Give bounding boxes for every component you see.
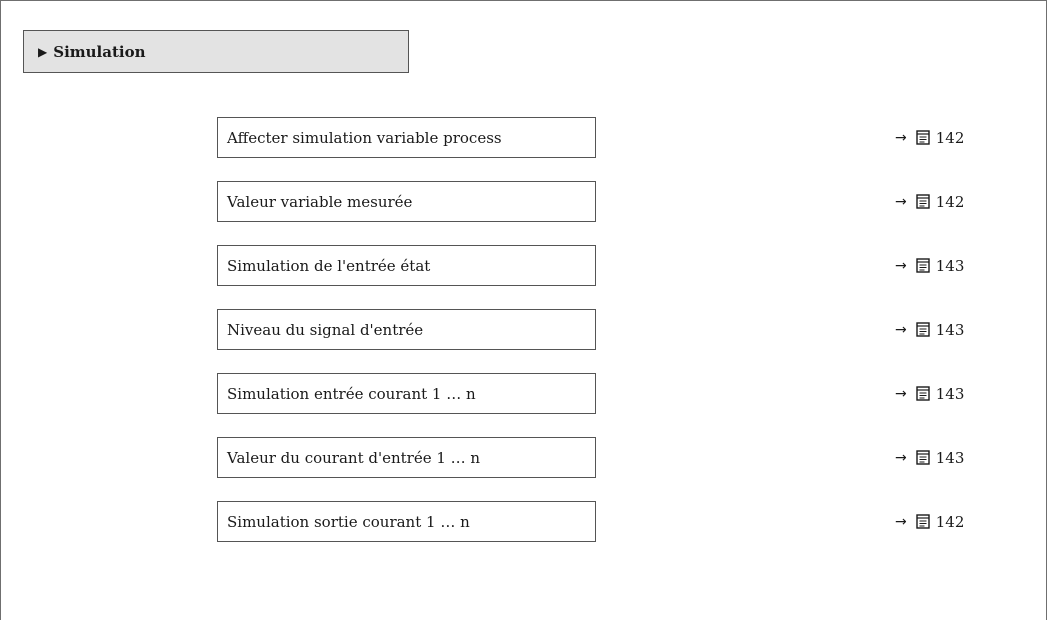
parameter-row: Niveau du signal d'entrée → 143 [0,309,1048,350]
parameter-label[interactable]: Valeur du courant d'entrée 1 … n [217,437,596,478]
parameter-row: Valeur variable mesurée → 142 [0,181,1048,222]
page-reference[interactable]: → 143 [895,437,964,478]
parameter-label[interactable]: Simulation de l'entrée état [217,245,596,286]
book-icon [916,194,930,209]
arrow-right-icon: → [895,513,907,530]
parameter-label[interactable]: Simulation sortie courant 1 … n [217,501,596,542]
page-reference[interactable]: → 142 [895,117,964,158]
page-number: 142 [935,512,965,531]
arrow-right-icon: → [895,129,907,146]
parameter-row: Valeur du courant d'entrée 1 … n → 143 [0,437,1048,478]
book-icon [916,514,930,529]
page-number: 143 [935,320,965,339]
arrow-right-icon: → [895,321,907,338]
parameter-row: Affecter simulation variable process → 142 [0,117,1048,158]
book-icon [916,322,930,337]
parameter-label[interactable]: Niveau du signal d'entrée [217,309,596,350]
book-icon [916,130,930,145]
arrow-right-icon: → [895,257,907,274]
menu-header-simulation[interactable]: ▶ Simulation [23,30,409,73]
page-reference[interactable]: → 143 [895,245,964,286]
arrow-right-icon: → [895,385,907,402]
parameter-label[interactable]: Valeur variable mesurée [217,181,596,222]
book-icon [916,386,930,401]
parameter-row: Simulation entrée courant 1 … n → 143 [0,373,1048,414]
parameter-row: Simulation sortie courant 1 … n → 142 [0,501,1048,542]
book-icon [916,258,930,273]
triangle-right-icon: ▶ [38,44,48,59]
arrow-right-icon: → [895,449,907,466]
page-number: 143 [935,384,965,403]
parameter-row: Simulation de l'entrée état → 143 [0,245,1048,286]
book-icon [916,450,930,465]
page-reference[interactable]: → 142 [895,181,964,222]
parameter-label[interactable]: Simulation entrée courant 1 … n [217,373,596,414]
page-number: 143 [935,256,965,275]
page-reference[interactable]: → 143 [895,373,964,414]
parameter-label[interactable]: Affecter simulation variable process [217,117,596,158]
menu-header-label: Simulation [53,42,146,61]
page-reference[interactable]: → 143 [895,309,964,350]
page-number: 142 [935,128,965,147]
page-number: 142 [935,192,965,211]
arrow-right-icon: → [895,193,907,210]
page-reference[interactable]: → 142 [895,501,964,542]
page-number: 143 [935,448,965,467]
